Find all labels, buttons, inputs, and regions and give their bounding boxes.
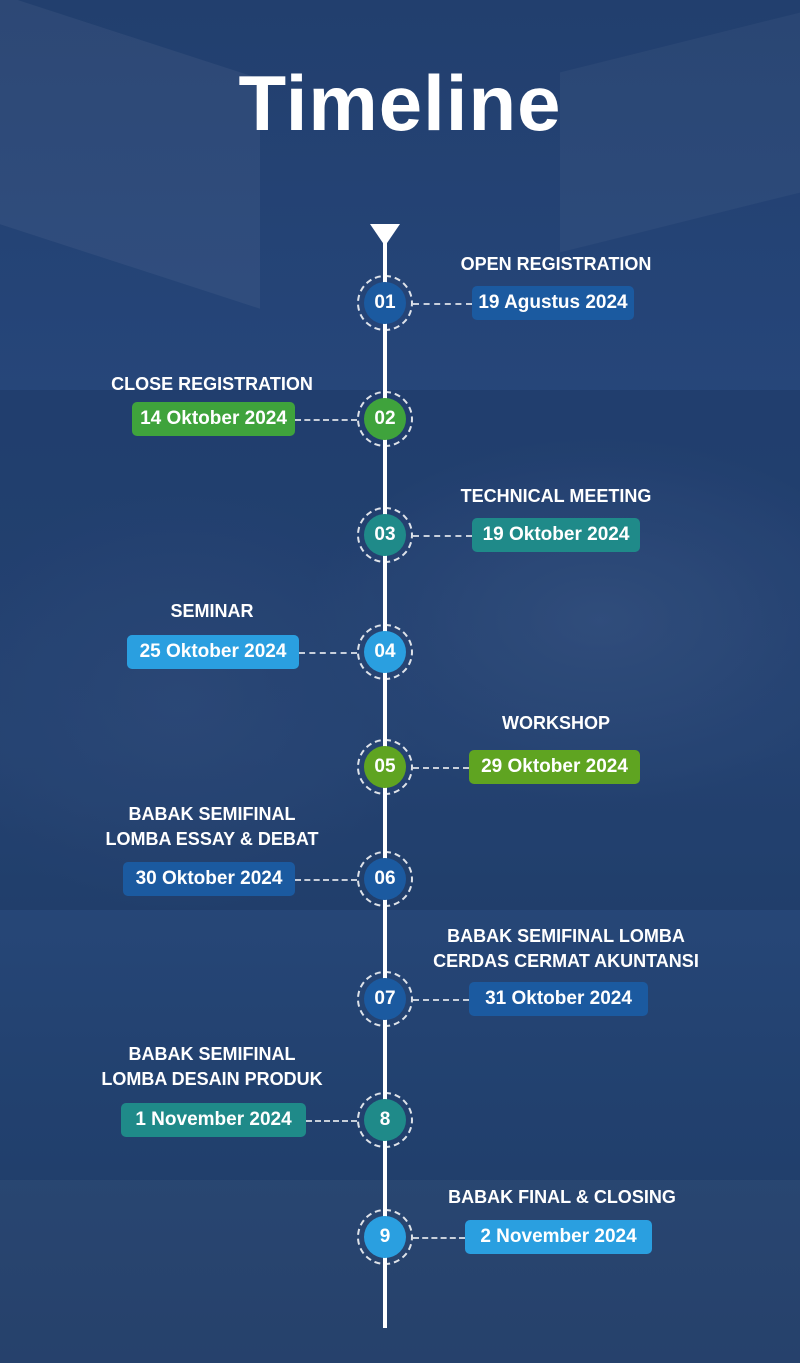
step-connector bbox=[295, 419, 357, 421]
step-number: 07 bbox=[364, 978, 406, 1020]
step-node-2: 02 bbox=[357, 391, 413, 447]
event-date-badge: 14 Oktober 2024 bbox=[132, 402, 295, 436]
event-title: BABAK SEMIFINAL LOMBA ESSAY & DEBAT bbox=[42, 802, 382, 852]
event-title-line: BABAK SEMIFINAL bbox=[128, 804, 296, 824]
step-number: 06 bbox=[364, 858, 406, 900]
event-title-line: CERDAS CERMAT AKUNTANSI bbox=[433, 951, 699, 971]
step-node-7: 07 bbox=[357, 971, 413, 1027]
step-connector bbox=[295, 879, 357, 881]
step-connector bbox=[413, 303, 472, 305]
event-date-badge: 30 Oktober 2024 bbox=[123, 862, 295, 896]
event-date-badge: 19 Agustus 2024 bbox=[472, 286, 634, 320]
event-title-line: SEMINAR bbox=[170, 601, 254, 621]
event-title: OPEN REGISTRATION bbox=[386, 252, 726, 277]
step-number: 8 bbox=[364, 1099, 406, 1141]
step-connector bbox=[413, 767, 469, 769]
event-title-line: LOMBA ESSAY & DEBAT bbox=[105, 829, 319, 849]
step-number: 02 bbox=[364, 398, 406, 440]
step-connector bbox=[413, 999, 469, 1001]
step-node-3: 03 bbox=[357, 507, 413, 563]
event-title: WORKSHOP bbox=[386, 711, 726, 736]
event-title: BABAK SEMIFINAL LOMBA DESAIN PRODUK bbox=[42, 1042, 382, 1092]
step-node-4: 04 bbox=[357, 624, 413, 680]
event-title: TECHNICAL MEETING bbox=[386, 484, 726, 509]
step-node-1: 01 bbox=[357, 275, 413, 331]
event-date-badge: 1 November 2024 bbox=[121, 1103, 306, 1137]
step-number: 03 bbox=[364, 514, 406, 556]
step-connector bbox=[299, 652, 357, 654]
event-date-badge: 2 November 2024 bbox=[465, 1220, 652, 1254]
step-node-5: 05 bbox=[357, 739, 413, 795]
event-title-line: WORKSHOP bbox=[502, 713, 610, 733]
page-title: Timeline bbox=[238, 59, 562, 147]
event-title: BABAK FINAL & CLOSING bbox=[392, 1185, 732, 1210]
step-number: 01 bbox=[364, 282, 406, 324]
step-connector bbox=[413, 1237, 465, 1239]
event-title-line: BABAK SEMIFINAL bbox=[128, 1044, 296, 1064]
event-date-badge: 19 Oktober 2024 bbox=[472, 518, 640, 552]
event-title: CLOSE REGISTRATION bbox=[42, 372, 382, 397]
step-connector bbox=[413, 535, 472, 537]
event-title-line: BABAK FINAL & CLOSING bbox=[448, 1187, 676, 1207]
event-date-badge: 25 Oktober 2024 bbox=[127, 635, 299, 669]
step-number: 05 bbox=[364, 746, 406, 788]
step-node-8: 8 bbox=[357, 1092, 413, 1148]
ceiling-shape-left bbox=[0, 0, 260, 309]
event-title-line: TECHNICAL MEETING bbox=[460, 486, 652, 506]
timeline-arrow-icon bbox=[370, 224, 400, 246]
step-connector bbox=[306, 1120, 357, 1122]
event-title-line: OPEN REGISTRATION bbox=[460, 254, 652, 274]
event-title-line: CLOSE REGISTRATION bbox=[111, 374, 313, 394]
event-date-badge: 31 Oktober 2024 bbox=[469, 982, 648, 1016]
step-number: 9 bbox=[364, 1216, 406, 1258]
event-title-line: BABAK SEMIFINAL LOMBA bbox=[447, 926, 685, 946]
step-number: 04 bbox=[364, 631, 406, 673]
event-date-badge: 29 Oktober 2024 bbox=[469, 750, 640, 784]
event-title: BABAK SEMIFINAL LOMBA CERDAS CERMAT AKUNT… bbox=[396, 924, 736, 974]
event-title: SEMINAR bbox=[42, 599, 382, 624]
step-node-9: 9 bbox=[357, 1209, 413, 1265]
floor-area bbox=[0, 1180, 800, 1363]
step-node-6: 06 bbox=[357, 851, 413, 907]
event-title-line: LOMBA DESAIN PRODUK bbox=[101, 1069, 323, 1089]
